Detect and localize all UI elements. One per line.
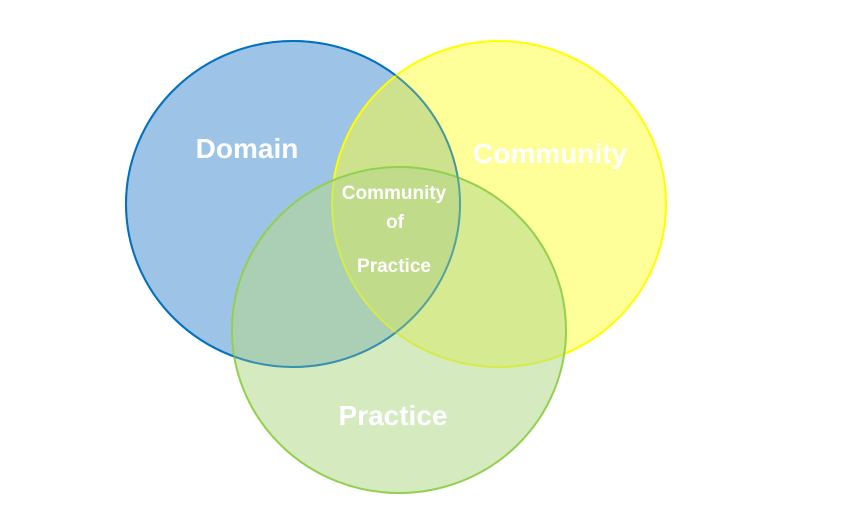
center-label-line2: of [386, 212, 405, 233]
practice-label: Practice [339, 400, 448, 431]
center-label-line3: Practice [357, 256, 431, 277]
community-label: Community [473, 138, 627, 169]
domain-outline [125, 40, 461, 368]
center-label-line1: Community [342, 183, 447, 204]
practice-circle [231, 166, 567, 494]
domain-label: Domain [196, 133, 299, 164]
